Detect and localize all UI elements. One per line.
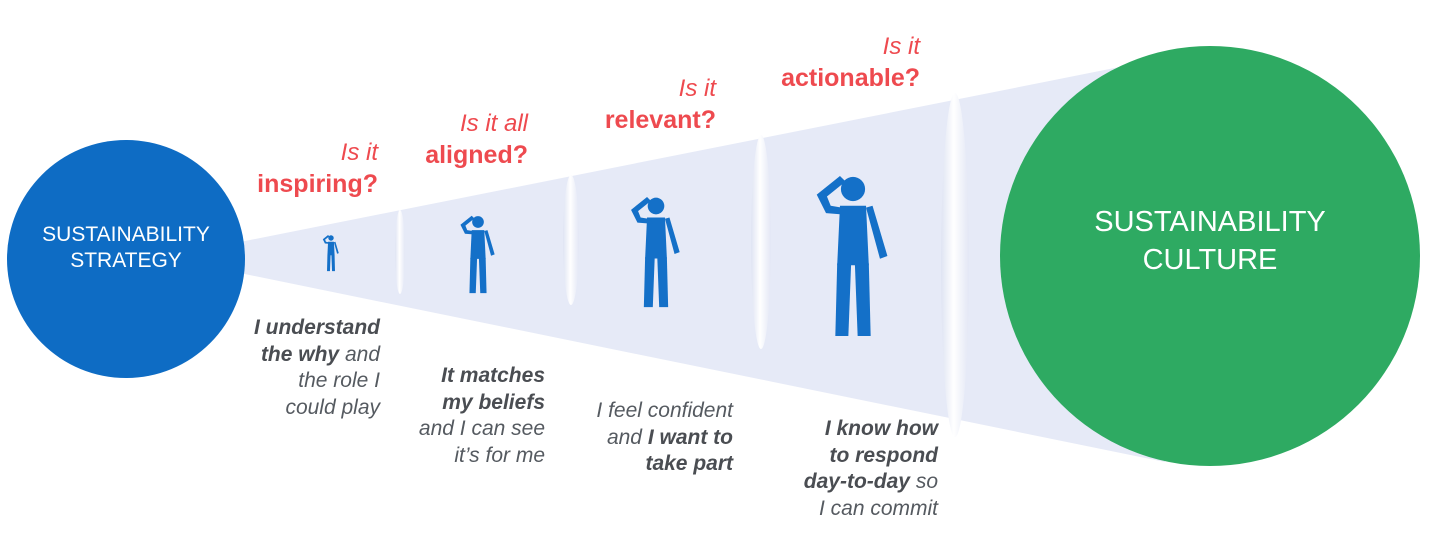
figure-raised-arm bbox=[631, 197, 654, 224]
answer-bold: day-to-day bbox=[803, 470, 910, 494]
figure-torso bbox=[327, 241, 335, 256]
culture-label-line2: CULTURE bbox=[1142, 244, 1278, 277]
figure-right-arm bbox=[333, 241, 339, 254]
figure-left-leg bbox=[327, 254, 331, 272]
figure-head bbox=[472, 216, 484, 228]
strategy-circle bbox=[7, 140, 245, 378]
thinking-person-icon bbox=[322, 235, 339, 272]
culture-label: SUSTAINABILITY CULTURE bbox=[1020, 203, 1400, 280]
question-line1: Is it bbox=[678, 75, 716, 102]
answer-inspiring: I understand the why and the role I coul… bbox=[254, 315, 380, 422]
thinking-person-icon bbox=[816, 175, 888, 336]
answer-text: could play bbox=[285, 395, 380, 419]
answer-text: I feel confident bbox=[596, 399, 733, 422]
answer-bold: I understand bbox=[253, 316, 380, 339]
answer-bold: the why bbox=[260, 342, 340, 366]
question-line2: inspiring? bbox=[257, 170, 378, 199]
stage-ring bbox=[751, 135, 771, 349]
question-aligned: Is it all aligned? bbox=[425, 108, 528, 172]
figure-torso bbox=[837, 205, 869, 266]
strategy-label: SUSTAINABILITY STRATEGY bbox=[20, 222, 232, 275]
expanding-cone bbox=[225, 58, 1165, 462]
figure-right-leg bbox=[478, 258, 487, 294]
answer-actionable: I know how to respond day-to-day so I ca… bbox=[804, 416, 938, 523]
answer-bold: to respond bbox=[829, 443, 939, 467]
answer-bold: I know how bbox=[824, 417, 938, 440]
question-line2: actionable? bbox=[781, 64, 920, 93]
culture-circle bbox=[1000, 46, 1420, 466]
answer-bold: It matches bbox=[441, 364, 545, 387]
answer-text: it’s for me bbox=[454, 443, 545, 467]
answer-text: the role I bbox=[298, 369, 380, 393]
question-relevant: Is it relevant? bbox=[605, 73, 716, 137]
answer-bold: I want to bbox=[647, 425, 733, 449]
answer-bold: take part bbox=[645, 452, 733, 476]
question-line1: Is it bbox=[882, 33, 920, 60]
figure-torso bbox=[470, 230, 486, 259]
figure-right-arm bbox=[664, 217, 680, 254]
figure-right-arm bbox=[866, 205, 888, 259]
figure-left-leg bbox=[643, 257, 655, 308]
answer-relevant: I feel confident and I want to take part bbox=[596, 398, 733, 478]
figure-right-leg bbox=[854, 263, 871, 336]
figure-left-leg bbox=[469, 258, 478, 294]
question-line1: Is it all bbox=[459, 110, 528, 137]
figure-left-leg bbox=[835, 263, 852, 336]
answer-bold: my beliefs bbox=[442, 390, 545, 414]
answer-aligned: It matches my beliefs and I can see it’s… bbox=[419, 363, 545, 470]
answer-text: and bbox=[606, 425, 648, 449]
figure-torso bbox=[645, 217, 667, 259]
figure-raised-arm bbox=[460, 215, 477, 235]
answer-text: I can commit bbox=[818, 496, 938, 520]
strategy-label-line2: STRATEGY bbox=[70, 249, 182, 273]
stage-ring bbox=[395, 210, 405, 294]
figure-head bbox=[840, 176, 866, 202]
thinking-person-icon bbox=[460, 215, 495, 294]
thinking-person-icon bbox=[631, 197, 680, 308]
culture-label-line1: SUSTAINABILITY bbox=[1094, 206, 1326, 238]
question-actionable: Is it actionable? bbox=[781, 31, 920, 95]
figure-right-leg bbox=[331, 254, 335, 272]
stage-ring bbox=[941, 93, 969, 437]
question-line2: aligned? bbox=[425, 141, 528, 170]
question-line1: Is it bbox=[340, 139, 378, 166]
answer-text: so bbox=[909, 470, 938, 494]
figure-right-arm bbox=[484, 230, 495, 256]
strategy-label-line1: SUSTAINABILITY bbox=[42, 223, 210, 246]
question-inspiring: Is it inspiring? bbox=[257, 137, 378, 201]
question-line2: relevant? bbox=[604, 106, 716, 135]
figure-head bbox=[647, 197, 665, 215]
figure-head bbox=[328, 235, 334, 241]
figure-raised-arm bbox=[322, 235, 331, 244]
figure-raised-arm bbox=[816, 175, 850, 216]
figure-right-leg bbox=[657, 257, 669, 308]
answer-text: and bbox=[339, 342, 380, 366]
answer-text: and I can see bbox=[418, 417, 545, 441]
stage-ring bbox=[563, 175, 579, 305]
